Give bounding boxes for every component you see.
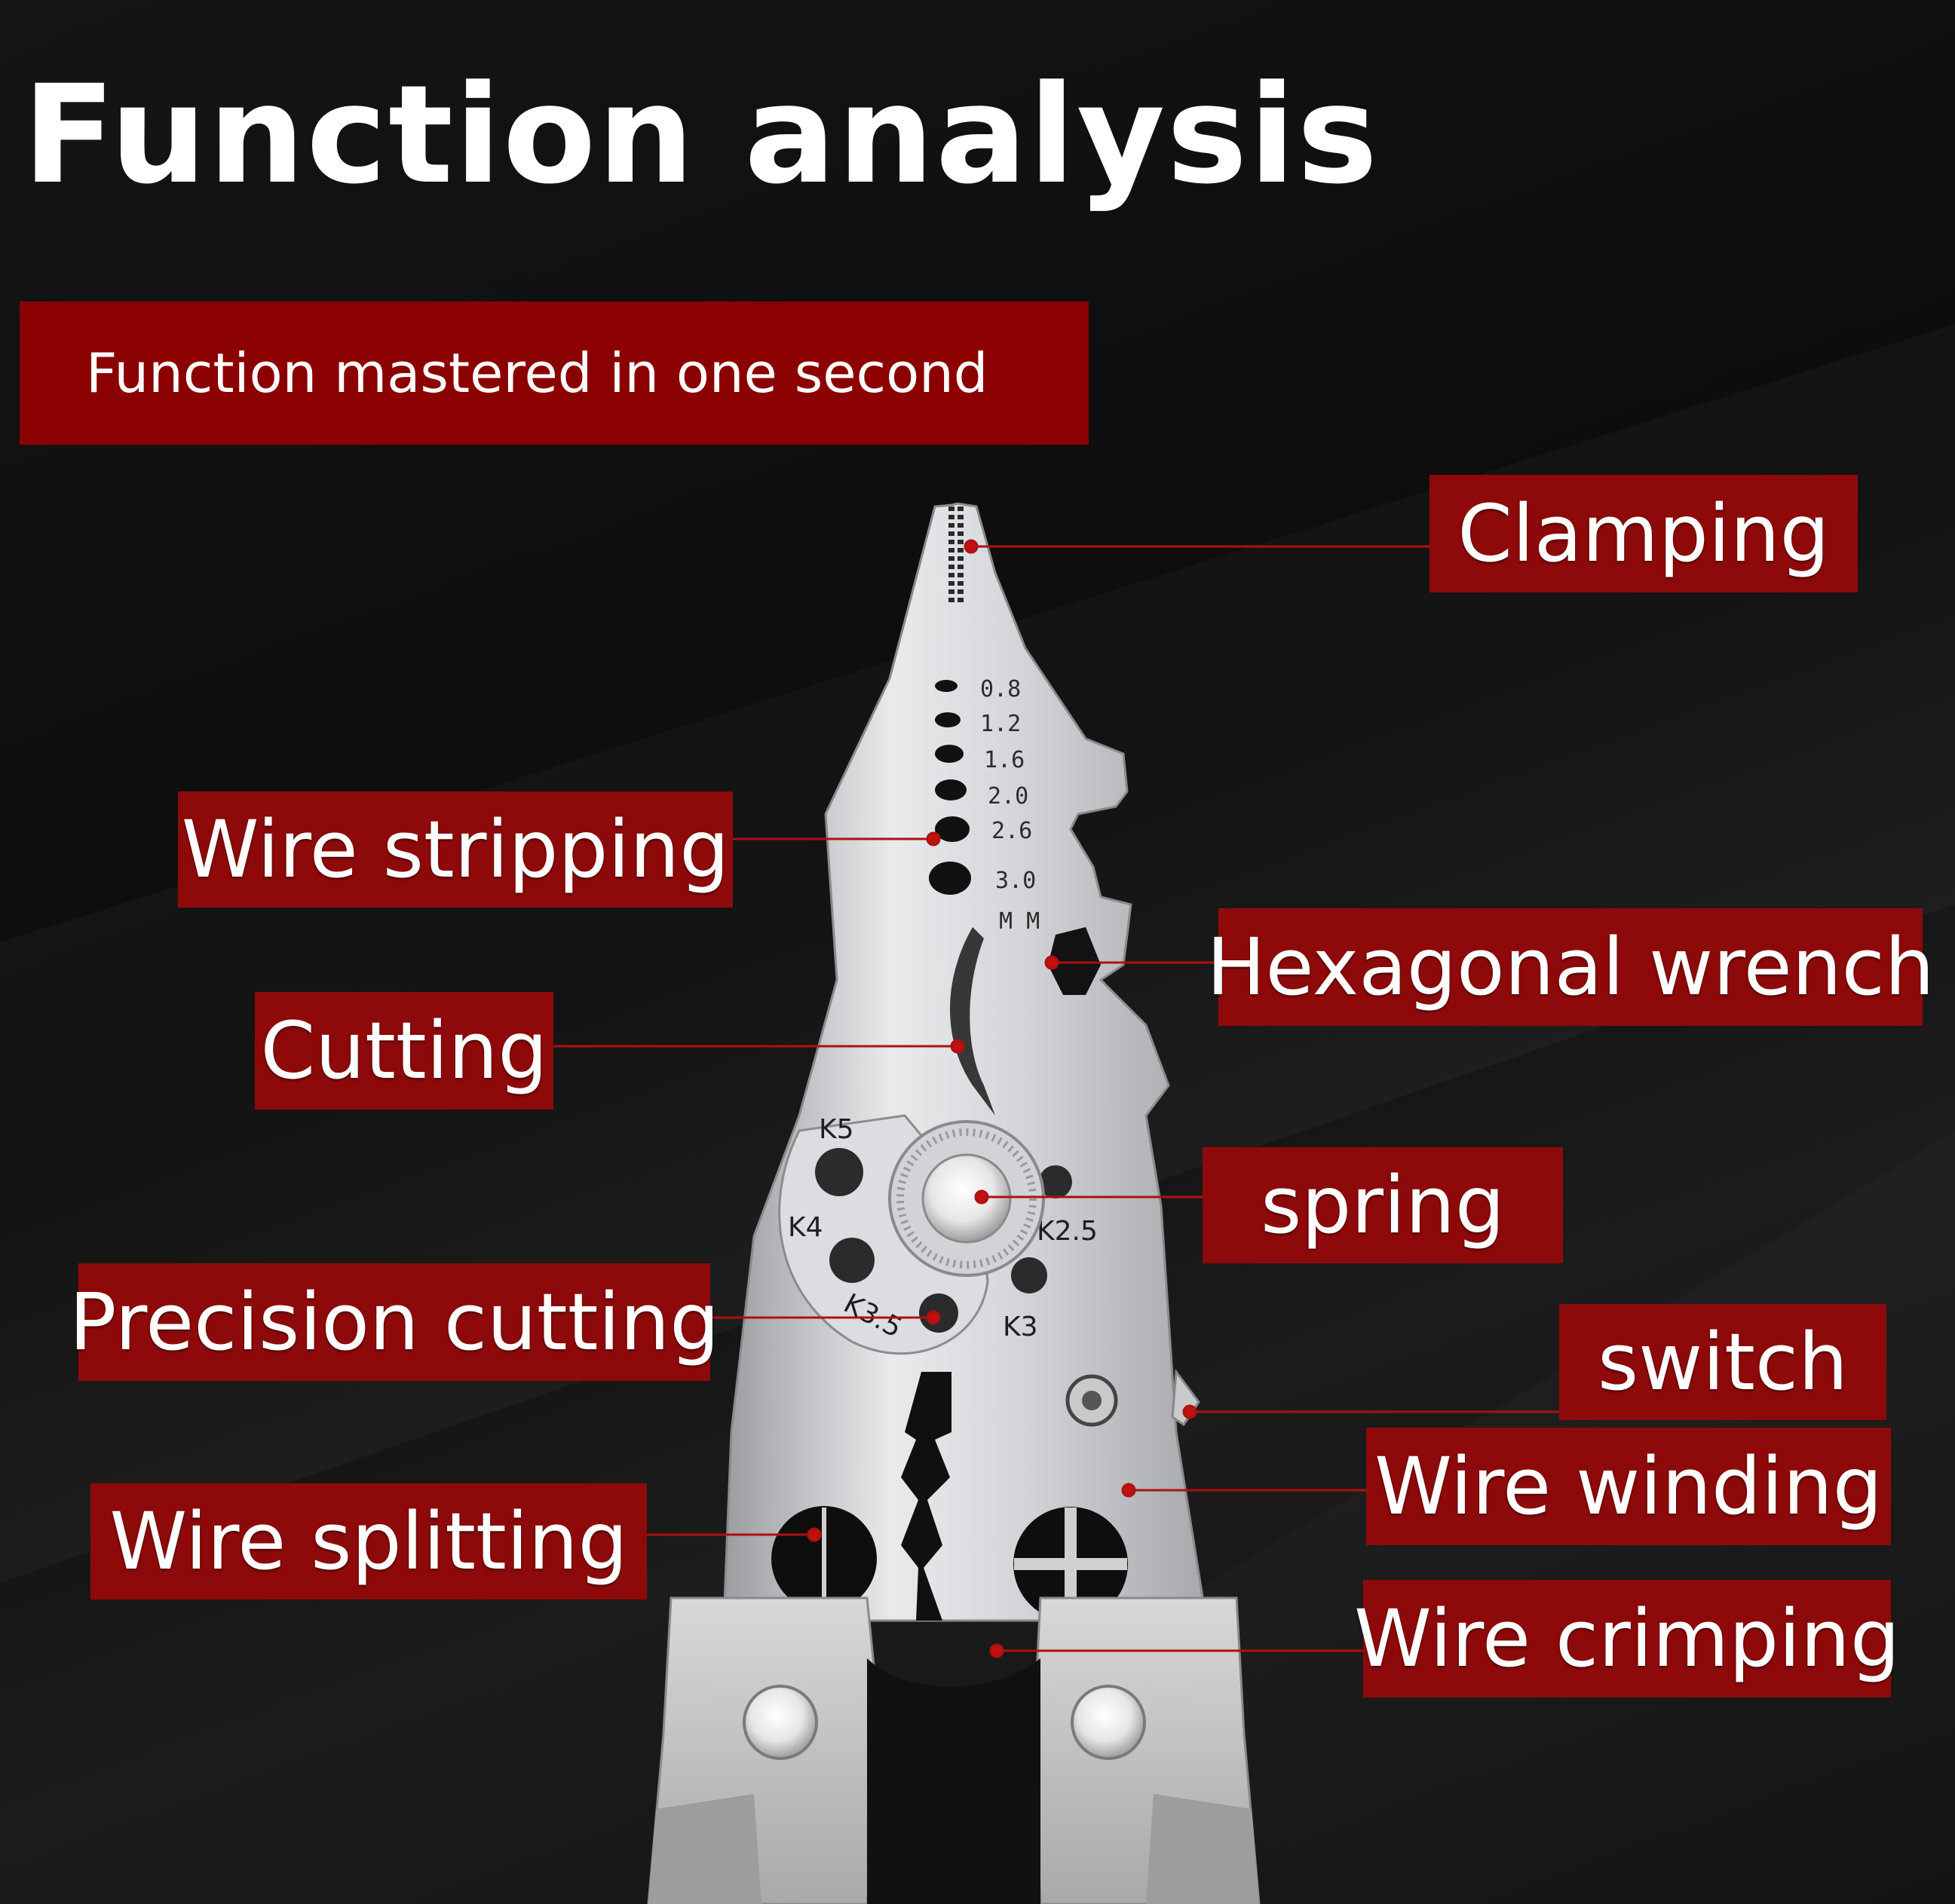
k5-text: K5 [819,1114,854,1145]
hex-wrench-notch [1048,927,1101,995]
hole-k4 [829,1238,875,1283]
stripping-holes [929,680,971,895]
cutting-blade [950,927,995,1116]
label-cutting-text: Cutting [260,1005,548,1097]
label-switch-text: switch [1597,1316,1848,1408]
label-wire-winding: Wire winding [1366,1428,1891,1545]
label-wire-crimping-text: Wire crimping [1354,1593,1900,1685]
hole-k3 [1011,1257,1047,1293]
gauge-1-2: 1.2 [980,711,1021,737]
label-hexagonal-wrench-text: Hexagonal wrench [1206,921,1935,1013]
hole-k5 [815,1148,863,1196]
rivet-right [1071,1685,1146,1760]
k2-5-text: K2.5 [1037,1216,1098,1247]
label-spring-text: spring [1261,1159,1505,1251]
spring-boss [921,1153,1012,1244]
crimp-slot [901,1372,951,1621]
label-wire-stripping: Wire stripping [178,791,733,908]
gauge-1-6: 1.6 [984,747,1025,773]
label-wire-crimping: Wire crimping [1354,1580,1900,1697]
subtitle-text: Function mastered in one second [86,341,988,405]
k4-text: K4 [788,1212,823,1243]
label-wire-splitting: Wire splitting [90,1483,647,1599]
hole-k2-5 [1039,1165,1072,1198]
handle-gap [867,1658,1040,1904]
label-hexagonal-wrench: Hexagonal wrench [1206,908,1935,1026]
grip-right [1146,1794,1259,1904]
label-precision-cutting-text: Precision cutting [69,1276,720,1368]
gauge-2-6: 2.6 [991,818,1032,844]
gauge-2-0: 2.0 [988,783,1028,810]
label-cutting: Cutting [255,992,553,1110]
gauge-3-0: 3.0 [995,868,1036,894]
label-wire-winding-text: Wire winding [1374,1440,1883,1532]
gauge-0-8: 0.8 [980,676,1021,703]
subtitle-banner: Function mastered in one second [20,302,1089,445]
label-switch: switch [1559,1304,1886,1420]
label-clamping-text: Clamping [1457,488,1830,580]
gauge-unit: M M [999,908,1040,935]
label-wire-stripping-text: Wire stripping [181,804,730,895]
switch-screw-core [1082,1391,1102,1410]
label-wire-splitting-text: Wire splitting [109,1495,628,1587]
label-spring: spring [1203,1147,1563,1263]
spring-dial-ticks [896,1128,1037,1269]
label-precision-cutting: Precision cutting [69,1263,719,1381]
k3-text: K3 [1003,1312,1038,1342]
rivet-left [743,1685,818,1760]
page-title: Function analysis [23,57,1380,214]
wire-winding-hole [1013,1507,1128,1621]
label-clamping: Clamping [1429,475,1858,592]
grip-left [648,1794,761,1904]
